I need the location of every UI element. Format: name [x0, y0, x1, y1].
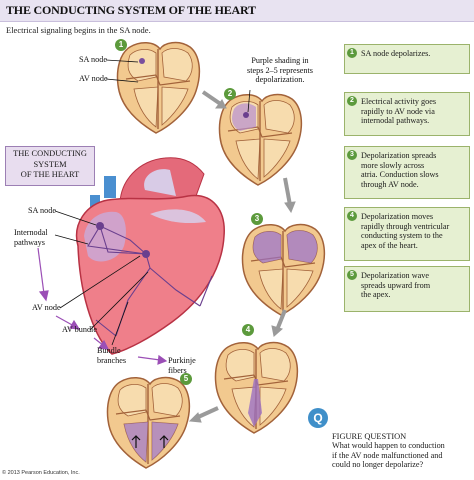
- heart-stage-4: [214, 341, 299, 434]
- step-number-2: 2: [347, 96, 357, 106]
- label-av-node-top: AV node: [79, 74, 108, 83]
- copyright-notice: © 2013 Pearson Education, Inc.: [2, 470, 80, 476]
- question-icon: Q: [308, 408, 328, 428]
- step-number-3: 3: [347, 150, 357, 160]
- step-number-1: 1: [347, 48, 357, 58]
- step-box-1: 1 SA node depolarizes.: [344, 44, 470, 74]
- heart-stage-2: [218, 93, 303, 186]
- purple-arrows: [37, 247, 168, 365]
- step-badge-2: 2: [224, 88, 236, 100]
- step-number-5: 5: [347, 270, 357, 280]
- step-badge-4: 4: [242, 324, 254, 336]
- label-sa-node: SA node: [28, 206, 56, 215]
- flow-arrows: [188, 90, 296, 423]
- central-heart: [75, 157, 225, 355]
- heart-stage-1: [116, 41, 201, 134]
- heart-stage-3: [241, 223, 326, 316]
- step-number-4: 4: [347, 211, 357, 221]
- heart-stage-5: [106, 376, 191, 469]
- intro-text: Electrical signaling begins in the SA no…: [6, 25, 151, 35]
- step-badge-5: 5: [180, 373, 192, 385]
- leader-lines: [54, 59, 251, 346]
- label-sa-node-top: SA node: [79, 55, 107, 64]
- label-av-bundle: AV bundle: [62, 325, 97, 334]
- figure-question-title: FIGURE QUESTION: [332, 432, 407, 441]
- label-av-node: AV node: [32, 303, 61, 312]
- step-badge-3: 3: [251, 213, 263, 225]
- page-title: THE CONDUCTING SYSTEM OF THE HEART: [6, 3, 256, 17]
- step-badge-1: 1: [115, 39, 127, 51]
- title-bar: [0, 0, 474, 22]
